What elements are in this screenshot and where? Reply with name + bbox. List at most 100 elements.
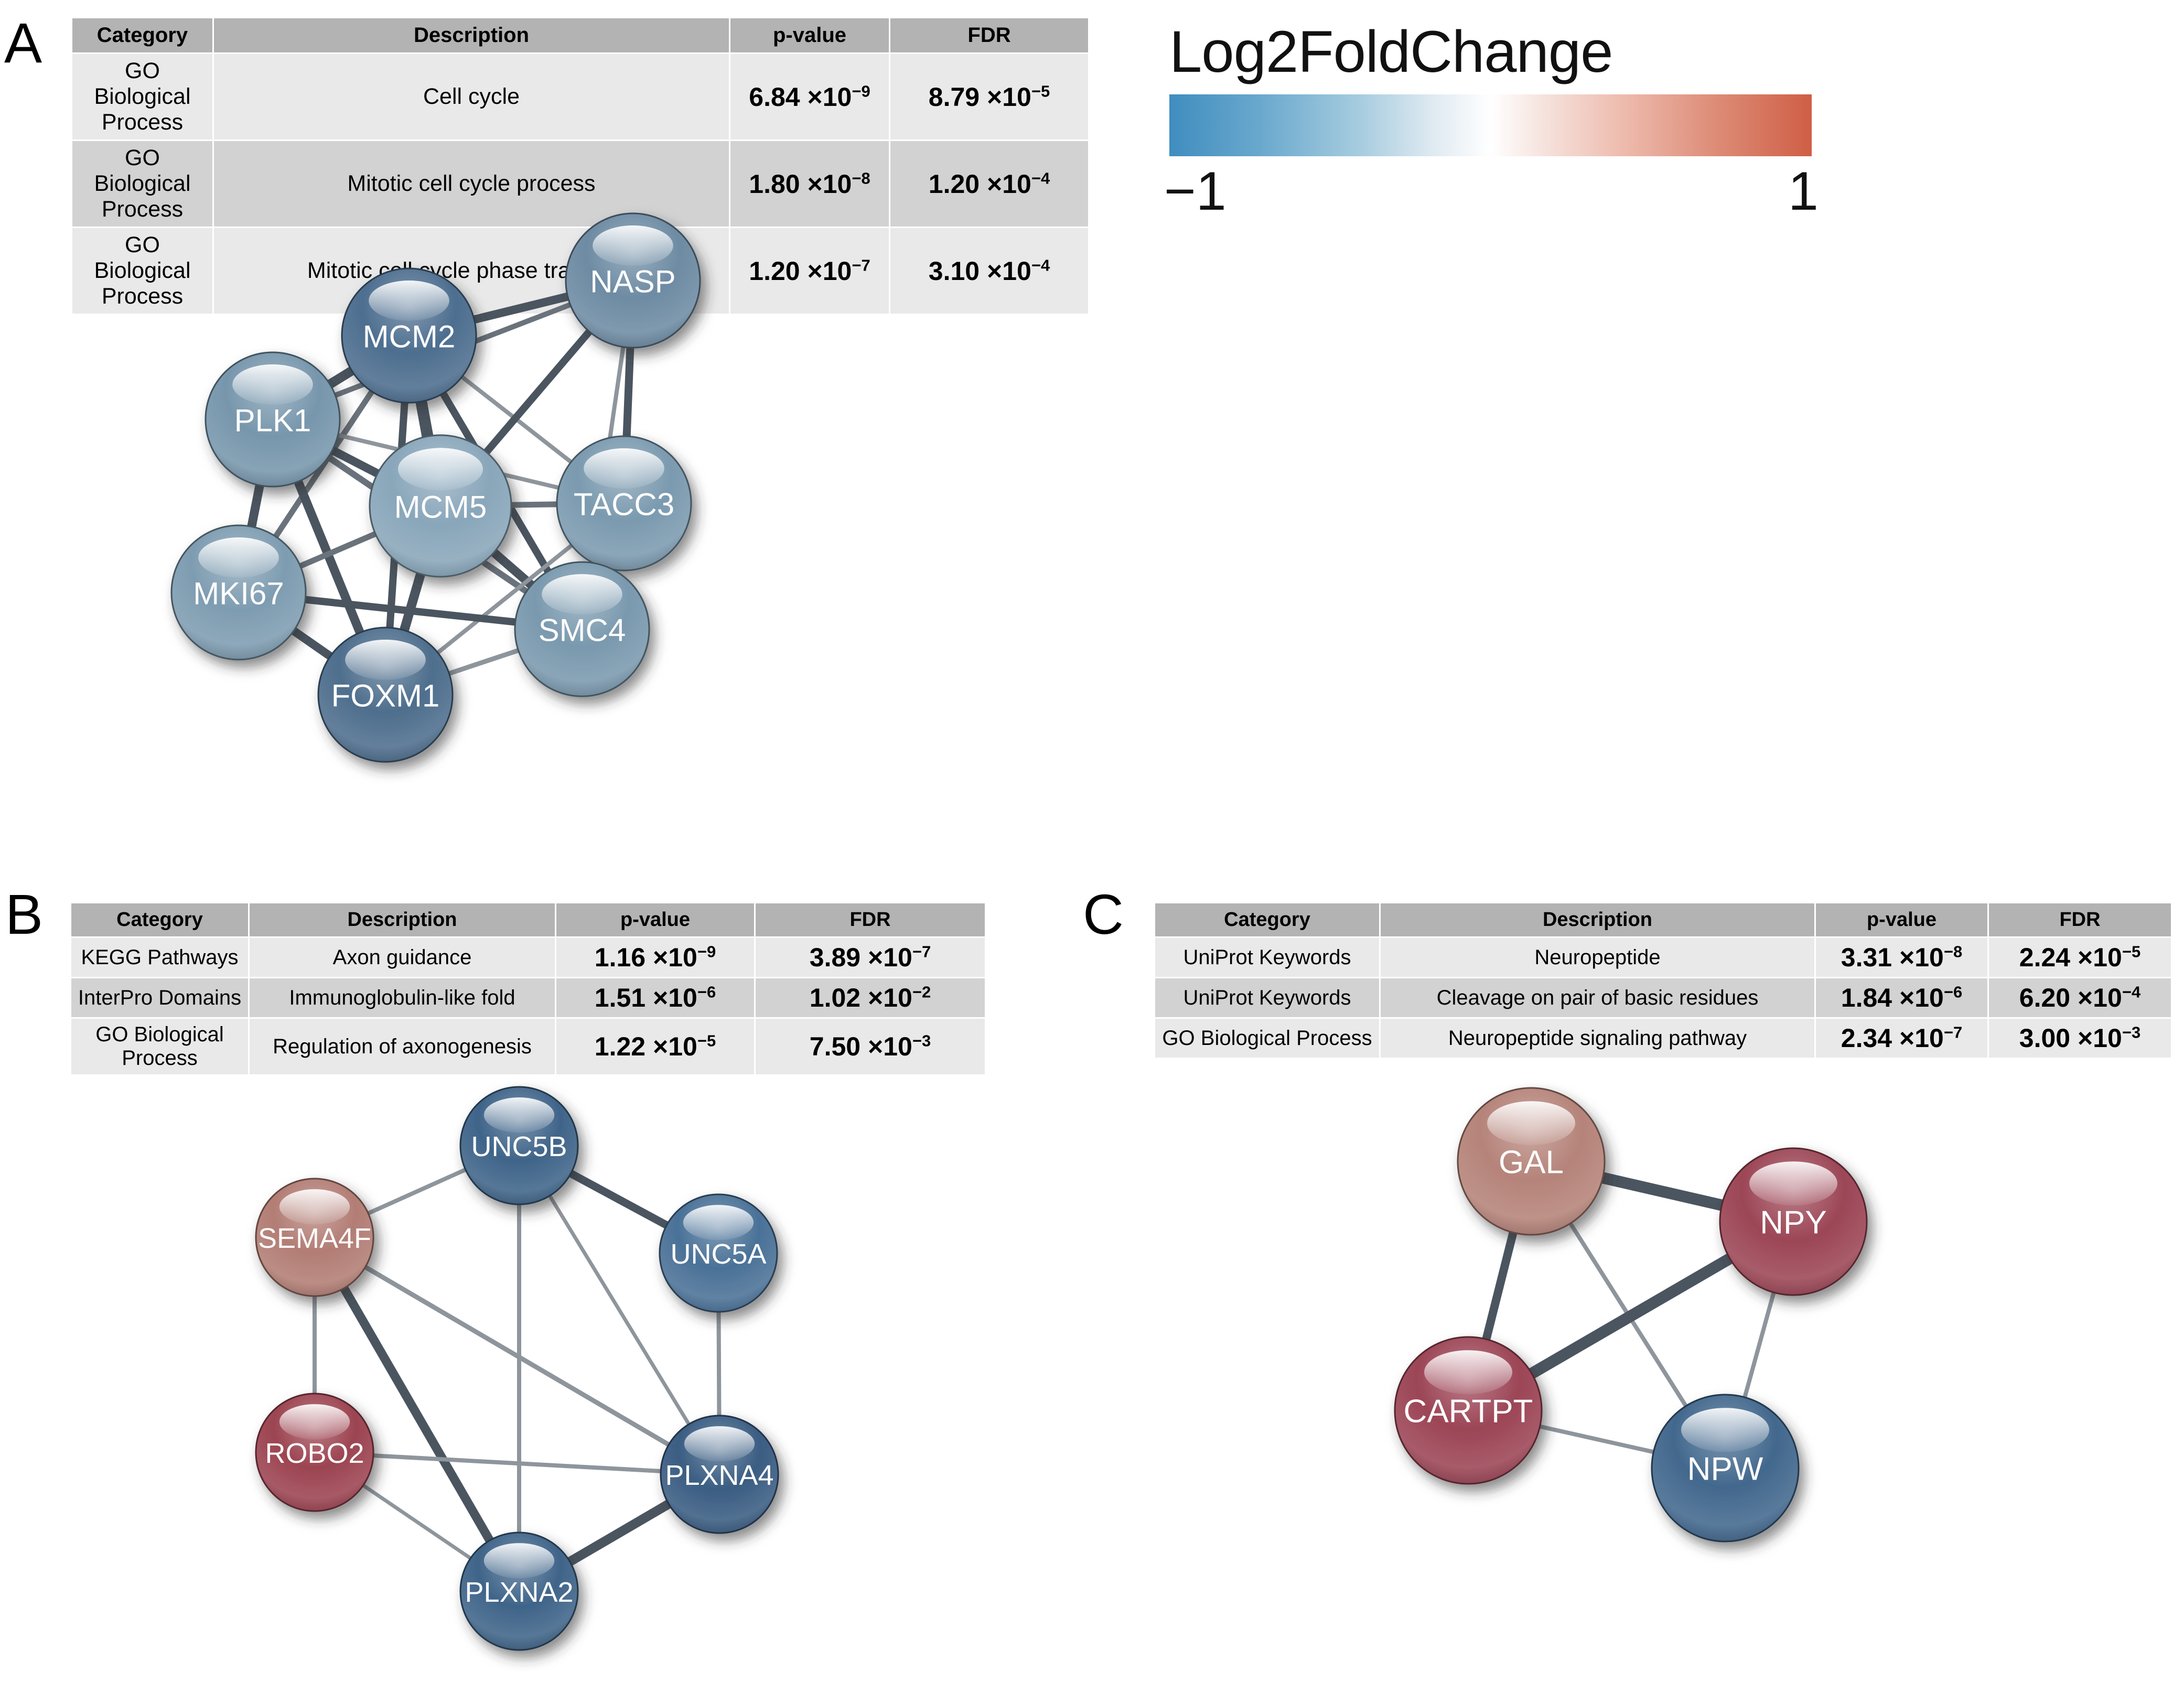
cell-description: Neuropeptide signaling pathway xyxy=(1379,1017,1816,1059)
legend-tick-max: 1 xyxy=(1788,160,1819,222)
cell-fdr: 1.20 ×10−4 xyxy=(889,139,1090,228)
node-label: MCM5 xyxy=(394,490,487,525)
cell-category: GO Biological Process xyxy=(70,1017,250,1076)
protein-node-NPW[interactable]: NPW xyxy=(1651,1394,1800,1543)
col-header-fdr: FDR xyxy=(889,17,1090,54)
cell-description: Cleavage on pair of basic residues xyxy=(1379,977,1816,1019)
col-header-category: Category xyxy=(1154,902,1381,938)
cell-description: Cell cycle xyxy=(212,52,730,141)
cell-description: Regulation of axonogenesis xyxy=(248,1017,556,1076)
cell-category: InterPro Domains xyxy=(70,977,250,1019)
edge-UNC5B-PLXNA4 xyxy=(518,1145,721,1475)
table-row: UniProt Keywords Cleavage on pair of bas… xyxy=(1154,977,2172,1019)
col-header-category: Category xyxy=(71,17,214,54)
legend-gradient-bar xyxy=(1169,94,1812,156)
legend-tick-min: −1 xyxy=(1164,160,1227,222)
col-header-category: Category xyxy=(70,902,250,938)
col-header-fdr: FDR xyxy=(1987,902,2172,938)
enrichment-table-a: Category Description p-value FDR GO Biol… xyxy=(71,17,1090,315)
node-label: PLXNA4 xyxy=(665,1460,773,1491)
edge-ROBO2-PLXNA4 xyxy=(314,1450,720,1476)
col-header-description: Description xyxy=(248,902,556,938)
cell-fdr: 6.20 ×10−4 xyxy=(1987,977,2172,1019)
cell-pvalue: 1.20 ×10−7 xyxy=(729,227,890,315)
node-label: NASP xyxy=(590,264,675,299)
node-label: NPY xyxy=(1760,1205,1826,1241)
table-row: UniProt Keywords Neuropeptide 3.31 ×10−8… xyxy=(1154,936,2172,978)
table-header-row: Category Description p-value FDR xyxy=(70,902,986,938)
cell-category: GO Biological Process xyxy=(71,139,214,228)
protein-node-UNC5A[interactable]: UNC5A xyxy=(659,1193,778,1313)
protein-node-MKI67[interactable]: MKI67 xyxy=(170,524,307,661)
enrichment-table-c: Category Description p-value FDR UniProt… xyxy=(1154,902,2172,1059)
node-label: NPW xyxy=(1687,1451,1763,1487)
cell-pvalue: 1.16 ×10−9 xyxy=(555,936,756,978)
protein-node-PLK1[interactable]: PLK1 xyxy=(205,351,341,488)
table-row: GO Biological Process Neuropeptide signa… xyxy=(1154,1017,2172,1059)
panel-label-b: B xyxy=(5,882,44,946)
node-label: UNC5B xyxy=(471,1131,567,1162)
protein-node-FOXM1[interactable]: FOXM1 xyxy=(317,627,454,763)
cell-category: UniProt Keywords xyxy=(1154,936,1381,978)
table-row: KEGG Pathways Axon guidance 1.16 ×10−9 3… xyxy=(70,936,986,978)
table-row: InterPro Domains Immunoglobulin-like fol… xyxy=(70,977,986,1019)
node-label: PLK1 xyxy=(234,403,311,438)
node-label: GAL xyxy=(1499,1145,1564,1181)
cell-description: Immunoglobulin-like fold xyxy=(248,977,556,1019)
protein-node-SEMA4F[interactable]: SEMA4F xyxy=(255,1178,374,1297)
protein-node-SMC4[interactable]: SMC4 xyxy=(514,561,650,697)
node-label: ROBO2 xyxy=(265,1438,364,1469)
panel-label-a: A xyxy=(4,11,42,74)
protein-node-TACC3[interactable]: TACC3 xyxy=(556,435,692,571)
protein-node-MCM2[interactable]: MCM2 xyxy=(341,267,477,404)
cell-pvalue: 1.22 ×10−5 xyxy=(555,1017,756,1076)
cell-fdr: 3.00 ×10−3 xyxy=(1987,1017,2172,1059)
cell-category: GO Biological Process xyxy=(71,52,214,141)
cell-fdr: 2.24 ×10−5 xyxy=(1987,936,2172,978)
node-label: TACC3 xyxy=(574,487,674,522)
colorbar-legend: Log2FoldChange −1 1 xyxy=(1164,19,1846,223)
cell-pvalue: 2.34 ×10−7 xyxy=(1814,1017,1989,1059)
cell-fdr: 3.10 ×10−4 xyxy=(889,227,1090,315)
table-header-row: Category Description p-value FDR xyxy=(1154,902,2172,938)
node-label: PLXNA2 xyxy=(465,1577,573,1608)
cell-category: UniProt Keywords xyxy=(1154,977,1381,1019)
protein-node-MCM5[interactable]: MCM5 xyxy=(369,434,512,578)
col-header-pvalue: p-value xyxy=(729,17,890,54)
panel-label-c: C xyxy=(1083,882,1124,946)
node-label: SEMA4F xyxy=(258,1223,371,1254)
col-header-fdr: FDR xyxy=(754,902,986,938)
cell-fdr: 7.50 ×10−3 xyxy=(754,1017,986,1076)
protein-node-PLXNA2[interactable]: PLXNA2 xyxy=(459,1532,579,1651)
col-header-description: Description xyxy=(1379,902,1816,938)
protein-node-NASP[interactable]: NASP xyxy=(565,212,701,349)
protein-node-GAL[interactable]: GAL xyxy=(1457,1087,1606,1236)
cell-pvalue: 3.31 ×10−8 xyxy=(1814,936,1989,978)
table-row: GO Biological Process Regulation of axon… xyxy=(70,1017,986,1076)
protein-node-PLXNA4[interactable]: PLXNA4 xyxy=(660,1415,779,1534)
node-label: FOXM1 xyxy=(331,678,440,714)
cell-description: Neuropeptide xyxy=(1379,936,1816,978)
legend-title: Log2FoldChange xyxy=(1169,19,1613,84)
cell-pvalue: 1.84 ×10−6 xyxy=(1814,977,1989,1019)
table-row: GO Biological Process Mitotic cell cycle… xyxy=(71,139,1090,228)
table-row: GO Biological Process Cell cycle 6.84 ×1… xyxy=(71,52,1090,141)
legend-ticks: −1 1 xyxy=(1164,160,1846,223)
protein-node-CARTPT[interactable]: CARTPT xyxy=(1394,1336,1543,1485)
node-label: CARTPT xyxy=(1404,1394,1533,1430)
node-group: GAL NPY CARTPT NPW xyxy=(1394,1087,1868,1543)
cell-category: GO Biological Process xyxy=(71,227,214,315)
edge-SEMA4F-PLXNA2 xyxy=(310,1235,523,1594)
cell-pvalue: 6.84 ×10−9 xyxy=(729,52,890,141)
node-label: MCM2 xyxy=(363,319,456,354)
col-header-description: Description xyxy=(212,17,730,54)
table-row: GO Biological Process Mitotic cell cycle… xyxy=(71,227,1090,315)
protein-node-UNC5B[interactable]: UNC5B xyxy=(459,1086,579,1205)
protein-node-ROBO2[interactable]: ROBO2 xyxy=(255,1393,374,1512)
cell-fdr: 8.79 ×10−5 xyxy=(889,52,1090,141)
protein-node-NPY[interactable]: NPY xyxy=(1719,1147,1868,1296)
table-header-row: Category Description p-value FDR xyxy=(71,17,1090,54)
node-label: UNC5A xyxy=(670,1238,766,1270)
cell-category: GO Biological Process xyxy=(1154,1017,1381,1059)
